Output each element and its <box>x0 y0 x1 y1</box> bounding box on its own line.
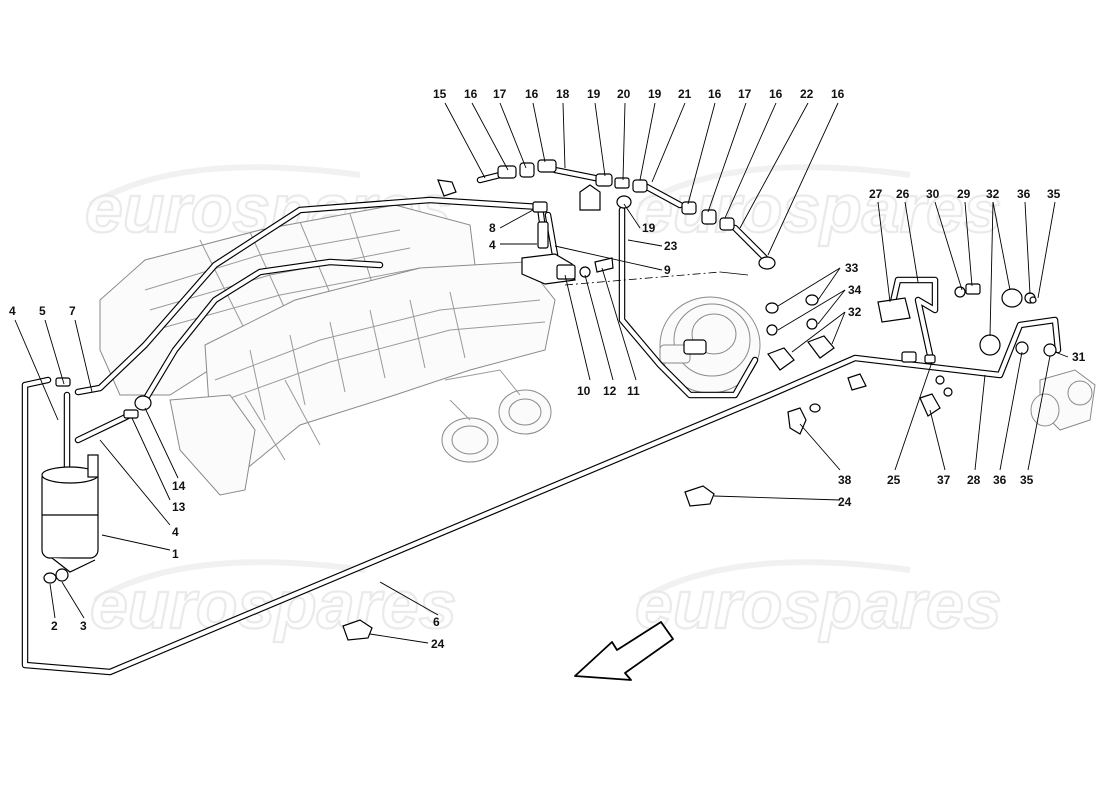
callout-6: 6 <box>433 615 440 629</box>
callout-17: 17 <box>493 87 507 101</box>
callout-24: 24 <box>431 637 445 651</box>
callout-10: 10 <box>577 384 591 398</box>
engine-intake-manifold <box>99 204 556 496</box>
callout-5: 5 <box>39 304 46 318</box>
callout-35: 35 <box>1020 473 1034 487</box>
leader-lines <box>14 102 1069 644</box>
callout-1: 1 <box>172 547 179 561</box>
callout-30: 30 <box>926 187 940 201</box>
callout-23: 23 <box>664 239 678 253</box>
callout-26: 26 <box>896 187 910 201</box>
callout-22: 22 <box>800 87 814 101</box>
callout-36: 36 <box>1017 187 1031 201</box>
callout-16: 16 <box>525 87 539 101</box>
vacuum-reservoir <box>41 454 99 584</box>
callout-16: 16 <box>464 87 478 101</box>
callout-3: 3 <box>80 619 87 633</box>
watermark-text: eurospares <box>85 171 452 247</box>
small-fittings <box>55 159 1057 641</box>
callout-36: 36 <box>993 473 1007 487</box>
callout-17: 17 <box>738 87 752 101</box>
callout-8: 8 <box>489 221 496 235</box>
manifold-outlet <box>1030 369 1096 431</box>
callout-31: 31 <box>1072 350 1086 364</box>
callout-4: 4 <box>9 304 16 318</box>
direction-arrow <box>574 621 674 681</box>
callout-32: 32 <box>986 187 1000 201</box>
callout-37: 37 <box>937 473 951 487</box>
watermark-group: eurospares eurospares eurospares eurospa… <box>84 164 1003 644</box>
callout-19: 19 <box>587 87 601 101</box>
callout-35: 35 <box>1047 187 1061 201</box>
callout-14: 14 <box>172 479 186 493</box>
callout-4: 4 <box>489 238 496 252</box>
callout-19: 19 <box>648 87 662 101</box>
callout-11: 11 <box>627 384 640 398</box>
vacuum-pipes <box>21 166 1062 676</box>
callout-27: 27 <box>869 187 883 201</box>
callout-18: 18 <box>556 87 570 101</box>
callout-28: 28 <box>967 473 981 487</box>
callout-29: 29 <box>957 187 971 201</box>
callout-16: 16 <box>708 87 722 101</box>
callout-4: 4 <box>172 525 179 539</box>
callout-12: 12 <box>603 384 617 398</box>
callout-19: 19 <box>642 221 656 235</box>
callout-13: 13 <box>172 500 186 514</box>
callout-2: 2 <box>51 619 58 633</box>
callout-32: 32 <box>848 305 862 319</box>
callout-20: 20 <box>617 87 631 101</box>
callout-15: 15 <box>433 87 447 101</box>
callout-9: 9 <box>664 263 671 277</box>
callout-33: 33 <box>845 261 859 275</box>
watermark-text: eurospares <box>635 567 1002 643</box>
callout-7: 7 <box>69 304 76 318</box>
reference-lines <box>564 271 749 286</box>
callout-24: 24 <box>838 495 852 509</box>
callout-16: 16 <box>831 87 845 101</box>
callout-25: 25 <box>887 473 901 487</box>
callout-21: 21 <box>678 87 692 101</box>
callout-34: 34 <box>848 283 862 297</box>
callout-38: 38 <box>838 473 852 487</box>
callout-16: 16 <box>769 87 783 101</box>
callout-labels: 15 16 17 16 18 19 20 19 21 16 17 16 22 1… <box>9 87 1086 651</box>
